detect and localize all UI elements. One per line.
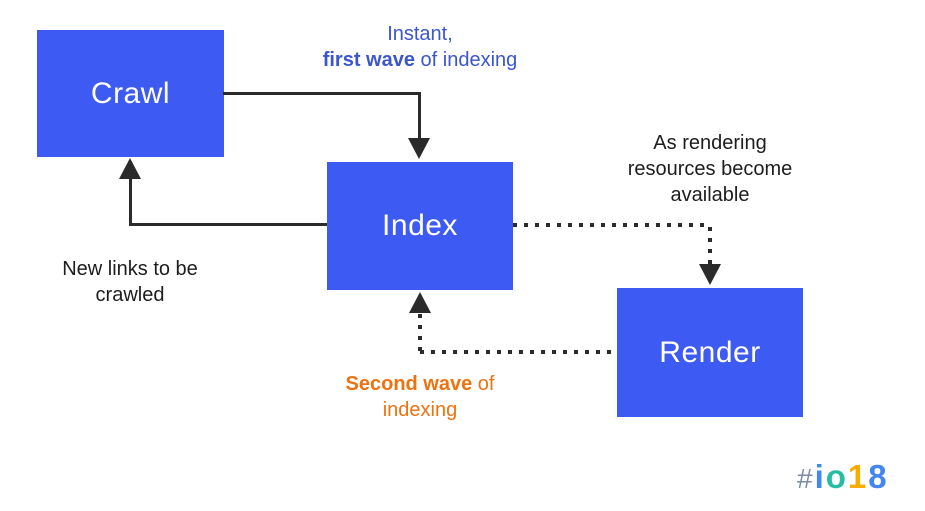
io18-logo: # i o 1 8 (797, 458, 889, 496)
second-wave-line2: indexing (382, 399, 458, 421)
render-resources-line2: resources become (627, 158, 793, 180)
logo-eight-glyph: 8 (868, 458, 889, 495)
logo-i-glyph: i (814, 458, 826, 495)
arrow-crawl-to-index-arrowhead-icon (408, 138, 430, 159)
arrow-crawl-to-index-hline (223, 92, 420, 95)
dotted-arrow-index-to-render-hline (513, 223, 710, 227)
dotted-arrow-render-to-index-hline (420, 350, 617, 354)
arrow-crawl-to-index-vline (418, 92, 421, 140)
node-render-label: Render (659, 335, 761, 369)
second-wave-bold: Second wave (345, 373, 473, 395)
arrow-index-to-crawl-vline (129, 178, 132, 226)
node-index: Index (327, 162, 513, 290)
render-resources-line1: As rendering (653, 132, 767, 154)
logo-hash-glyph: # (797, 463, 815, 494)
new-links-line2: crawled (95, 284, 165, 306)
node-render: Render (617, 288, 803, 417)
logo-o-glyph: o (825, 458, 848, 495)
dotted-arrow-index-to-render-vline (708, 227, 712, 266)
logo-one-glyph: 1 (847, 458, 869, 495)
first-wave-rest: of indexing (414, 49, 518, 71)
dotted-arrow-index-to-render-arrowhead-icon (699, 264, 721, 285)
first-wave-line1: Instant, (387, 23, 453, 45)
dotted-arrow-render-to-index-vline (418, 314, 422, 352)
annotation-second-wave: Second wave of indexing (320, 371, 520, 423)
node-crawl-label: Crawl (90, 76, 171, 110)
annotation-render-resources: As rendering resources become available (600, 130, 820, 208)
arrow-index-to-crawl-arrowhead-icon (119, 158, 141, 179)
annotation-new-links: New links to be crawled (30, 256, 230, 308)
second-wave-rest: of (472, 373, 495, 395)
node-index-label: Index (382, 209, 458, 242)
node-crawl: Crawl (37, 30, 224, 157)
arrow-index-to-crawl-hline (129, 223, 327, 226)
annotation-first-wave: Instant, first wave of indexing (290, 21, 550, 73)
new-links-line1: New links to be (62, 258, 198, 280)
first-wave-bold: first wave (322, 49, 415, 71)
render-resources-line3: available (670, 184, 750, 206)
dotted-arrow-render-to-index-arrowhead-icon (409, 292, 431, 313)
